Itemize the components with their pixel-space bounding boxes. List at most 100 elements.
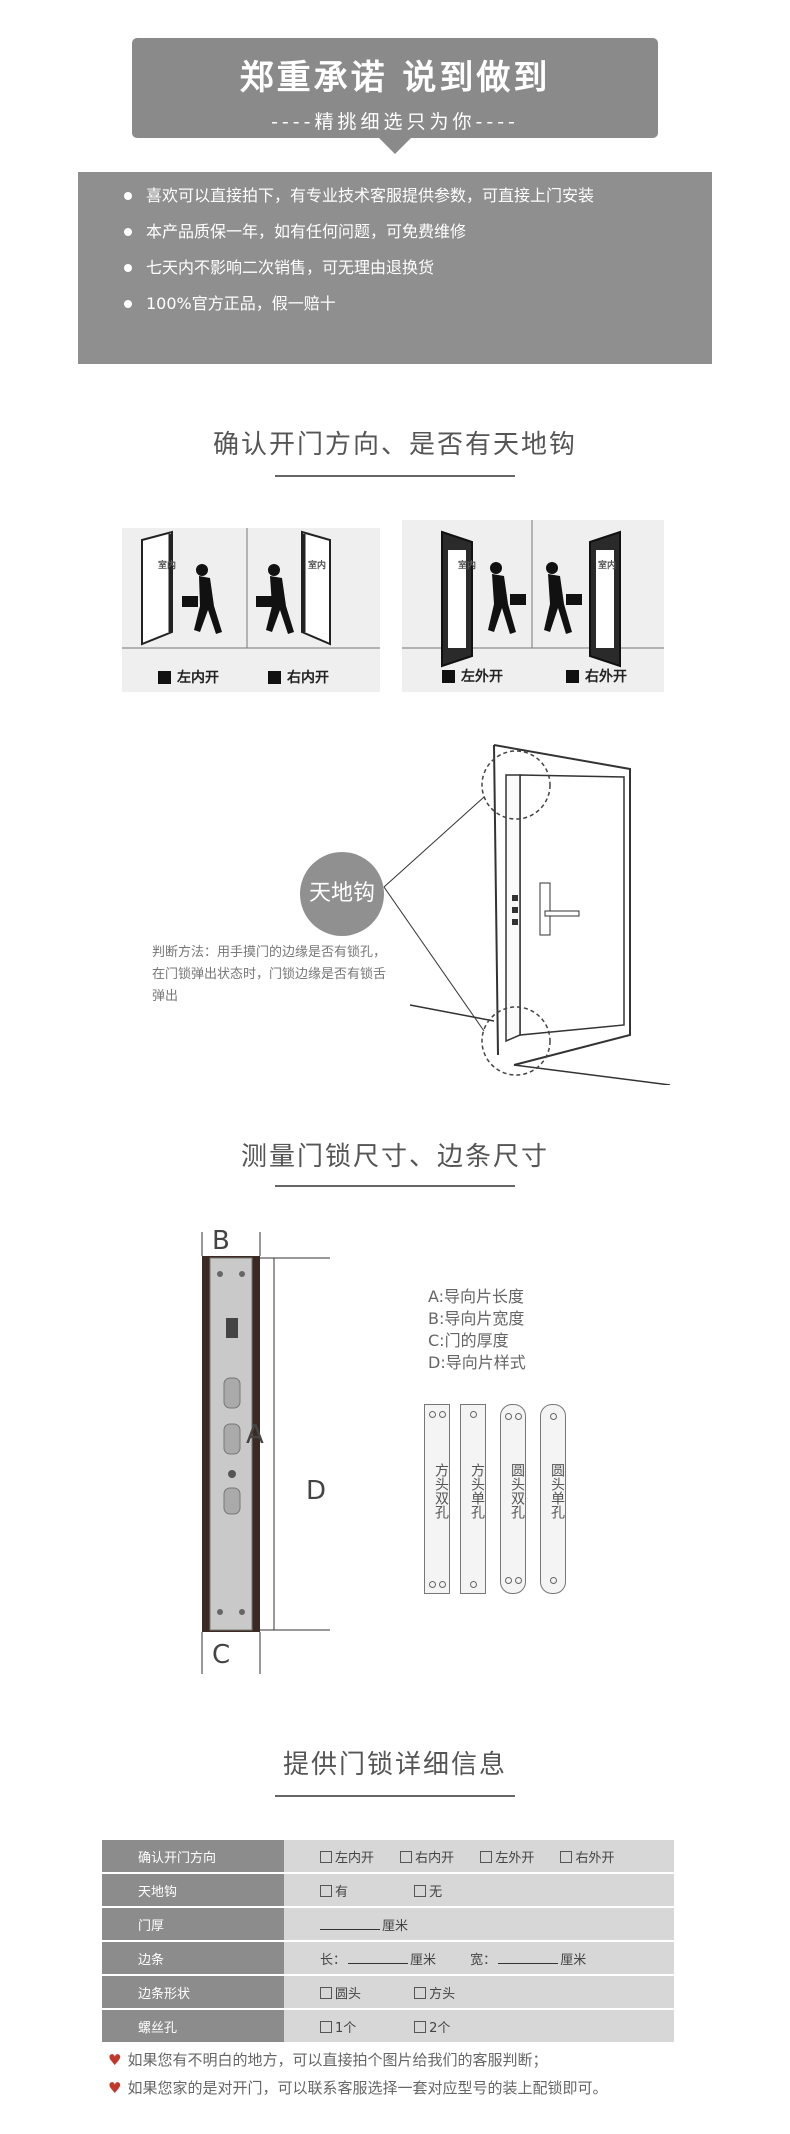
section-divider: [275, 1795, 515, 1797]
option-one-hole[interactable]: 1个: [320, 2017, 388, 2036]
option-label: 右内开: [415, 1850, 455, 1866]
length-label: 长：: [320, 1952, 347, 1968]
option-left-out[interactable]: 左外开: [480, 1847, 534, 1866]
checkbox-icon[interactable]: [480, 1850, 493, 1863]
section-title-details: 提供门锁详细信息: [282, 1750, 507, 1780]
checkbox-icon[interactable]: [320, 1884, 332, 1897]
option-label: 无: [429, 1884, 443, 1900]
dimension-label-a: A: [246, 1420, 264, 1450]
bullet-icon: [124, 228, 132, 236]
checkbox-icon[interactable]: [320, 2020, 332, 2033]
heart-icon: ♥: [108, 2079, 122, 2097]
plate-label: 方头双孔: [433, 1463, 449, 1519]
checkbox-icon[interactable]: [320, 1986, 332, 1999]
bullet-icon: [124, 264, 132, 272]
hole-icon: [439, 1411, 446, 1418]
square-marker-icon: [268, 671, 281, 684]
option-left-in[interactable]: 左内开: [320, 1847, 374, 1866]
option-two-holes[interactable]: 2个: [414, 2017, 450, 2036]
row-value: 厘米: [284, 1907, 674, 1942]
plate-square-single-hole: 方头单孔: [460, 1404, 486, 1594]
lock-body-illustration: [201, 1232, 330, 1674]
promise-item: 七天内不影响二次销售，可无理由退换货: [124, 256, 712, 280]
section-divider: [275, 1185, 515, 1187]
hook-label-badge: 天地钩: [300, 852, 384, 936]
option-yes[interactable]: 有: [320, 1881, 388, 1900]
unit-label: 厘米: [410, 1952, 437, 1968]
hook-judgement-note: 判断方法：用手摸门的边缘是否有锁孔，在门锁弹出状态时，门锁边缘是否有锁舌弹出: [152, 945, 387, 1004]
square-marker-icon: [566, 670, 579, 683]
option-round-head[interactable]: 圆头: [320, 1983, 388, 2002]
plate-round-double-hole: 圆头双孔: [500, 1404, 526, 1594]
checkbox-icon[interactable]: [414, 1884, 427, 1897]
row-value: 长：厘米 宽：厘米: [284, 1941, 674, 1976]
dimension-label-c: C: [212, 1640, 231, 1670]
bullet-icon: [124, 192, 132, 200]
promise-item: 喜欢可以直接拍下，有专业技术客服提供参数，可直接上门安装: [124, 184, 712, 208]
row-key: 螺丝孔: [102, 2009, 284, 2044]
caption-left-out: 左外开: [442, 666, 503, 686]
promise-item: 100%官方正品，假一赔十: [124, 292, 712, 316]
hole-icon: [505, 1413, 512, 1420]
tip-item: ♥如果您有不明白的地方，可以直接拍个图片给我们的客服判断；: [108, 2046, 607, 2074]
row-key: 确认开门方向: [102, 1840, 284, 1874]
tip-text: 如果您家的是对开门，可以联系客服选择一套对应型号的装上配锁即可。: [127, 2079, 608, 2097]
indoor-label: 室内: [458, 561, 477, 571]
checkbox-icon[interactable]: [414, 2020, 427, 2033]
legend-item: C:门的厚度: [428, 1331, 509, 1350]
width-label: 宽：: [470, 1952, 497, 1968]
option-right-out[interactable]: 右外开: [560, 1847, 614, 1866]
plate-label: 圆头双孔: [509, 1463, 525, 1519]
scene-outward-opening: 室内 室内 左外开 右外开: [402, 520, 664, 692]
hole-icon: [515, 1577, 522, 1584]
option-no[interactable]: 无: [414, 1881, 442, 1900]
option-label: 圆头: [335, 1986, 362, 2002]
section-title-measure: 测量门锁尺寸、边条尺寸: [240, 1142, 549, 1172]
option-label: 右外开: [575, 1850, 615, 1866]
square-marker-icon: [158, 671, 171, 684]
inward-doors-illustration: [122, 528, 380, 649]
hole-icon: [550, 1413, 557, 1420]
checkbox-icon[interactable]: [560, 1850, 573, 1863]
row-key: 边条: [102, 1941, 284, 1976]
plate-square-double-hole: 方头双孔: [424, 1404, 450, 1594]
checkbox-icon[interactable]: [320, 1850, 332, 1863]
table-row: 天地钩 有 无: [102, 1873, 674, 1908]
legend-item: A:导向片长度: [428, 1287, 525, 1306]
hole-icon: [505, 1577, 512, 1584]
option-square-head[interactable]: 方头: [414, 1983, 455, 2002]
square-marker-icon: [442, 670, 455, 683]
door-thickness-field[interactable]: [320, 1919, 380, 1930]
row-value: 左内开 右内开 左外开 右外开: [284, 1840, 674, 1874]
option-label: 左内开: [335, 1850, 375, 1866]
hole-icon: [550, 1577, 557, 1584]
plate-label: 圆头单孔: [549, 1463, 565, 1519]
hole-icon: [470, 1581, 477, 1588]
hole-icon: [429, 1581, 436, 1588]
strip-length-field[interactable]: [348, 1953, 409, 1964]
option-label: 2个: [429, 2020, 451, 2036]
row-value: 圆头 方头: [284, 1975, 674, 2010]
caption-text: 右外开: [585, 669, 627, 685]
tip-item: ♥ 如果您家的是对开门，可以联系客服选择一套对应型号的装上配锁即可。: [108, 2074, 607, 2102]
legend-item: D:导向片样式: [428, 1353, 526, 1372]
option-label: 1个: [335, 2020, 357, 2036]
heart-icon: ♥: [108, 2051, 122, 2069]
indoor-label: 室内: [308, 561, 327, 571]
lock-info-table: 确认开门方向 左内开 右内开 左外开 右外开 天地钩 有 无 门厚 厘米 边条 …: [102, 1840, 674, 2044]
row-key: 边条形状: [102, 1975, 284, 2010]
checkbox-icon[interactable]: [414, 1986, 427, 1999]
banner-pointer: [379, 138, 411, 154]
promise-box: 喜欢可以直接拍下，有专业技术客服提供参数，可直接上门安装 本产品质保一年，如有任…: [78, 172, 712, 364]
hole-icon: [515, 1413, 522, 1420]
table-row: 边条形状 圆头 方头: [102, 1975, 674, 2010]
promise-text: 本产品质保一年，如有任何问题，可免费维修: [146, 222, 467, 241]
table-row: 门厚 厘米: [102, 1907, 674, 1942]
option-right-in[interactable]: 右内开: [400, 1847, 454, 1866]
strip-width-field[interactable]: [498, 1953, 559, 1964]
checkbox-icon[interactable]: [400, 1850, 413, 1863]
indoor-label: 室内: [158, 561, 177, 571]
table-row: 边条 长：厘米 宽：厘米: [102, 1941, 674, 1976]
hole-icon: [439, 1581, 446, 1588]
promise-item: 本产品质保一年，如有任何问题，可免费维修: [124, 220, 712, 244]
